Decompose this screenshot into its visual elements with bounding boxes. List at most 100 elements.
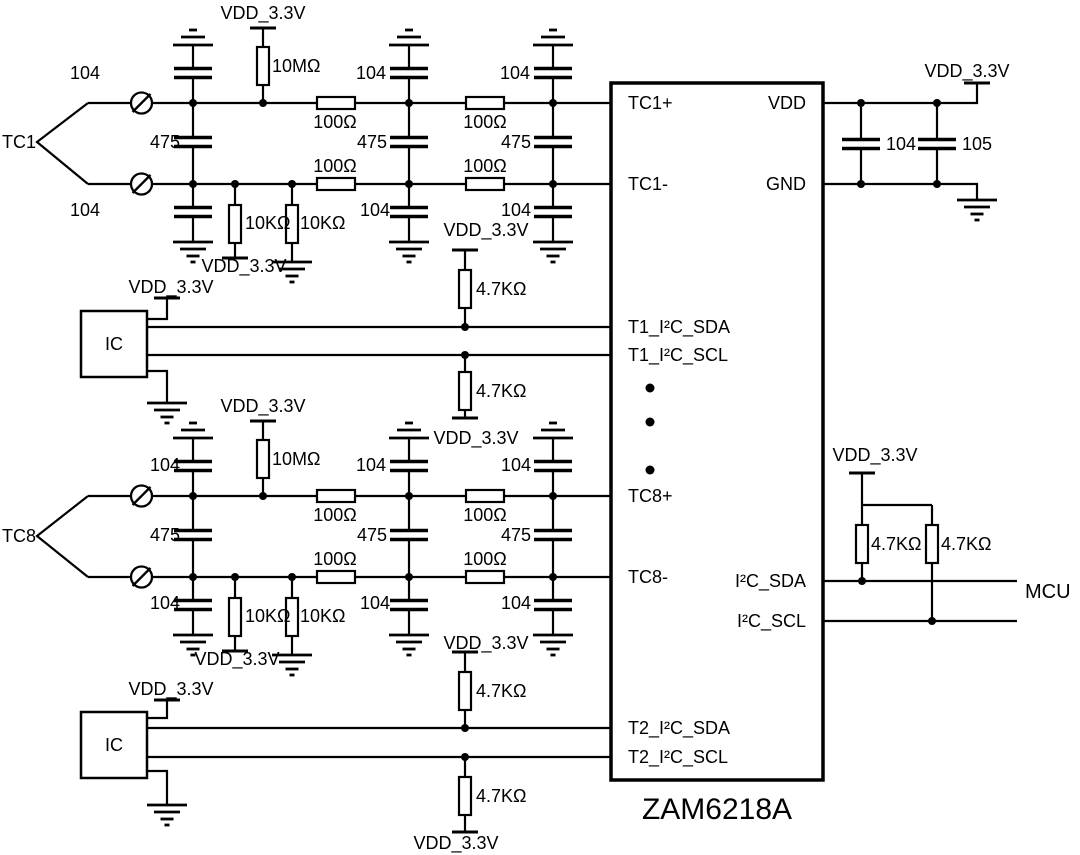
chip-name-label: ZAM6218A [642, 793, 792, 826]
resistor-value-label: 4.7KΩ [941, 534, 991, 554]
resistor [854, 523, 870, 565]
resistor-value-label: 100Ω [313, 112, 357, 132]
junction-dot [549, 99, 557, 107]
junction-dot [288, 573, 296, 581]
junction-dot [189, 180, 197, 188]
ic-block-body [79, 309, 149, 379]
capacitor-value-label: 475 [357, 132, 387, 152]
capacitor-value-label: 104 [150, 593, 180, 613]
resistor-value-label: 10KΩ [300, 213, 345, 233]
resistor [284, 596, 300, 638]
resistor [255, 45, 271, 87]
junction-dot [933, 99, 941, 107]
pin-label: VDD [768, 93, 806, 113]
connector-terminal-icon [131, 93, 152, 113]
pin-label: TC1- [628, 174, 668, 194]
junction-dot [405, 180, 413, 188]
resistor-value-label: 4.7KΩ [476, 681, 526, 701]
resistor [464, 488, 506, 504]
resistor [457, 268, 473, 310]
power-net-label: VDD_3.3V [924, 61, 1009, 82]
connector-terminal-icon [131, 174, 152, 194]
junction-dot [405, 99, 413, 107]
resistor-value-label: 100Ω [313, 156, 357, 176]
capacitor-value-label: 105 [962, 134, 992, 154]
junction-dot [549, 573, 557, 581]
capacitor-value-label: 104 [356, 455, 386, 475]
resistor [315, 569, 357, 585]
junction-dot [461, 753, 469, 761]
junction-dot [189, 99, 197, 107]
junction-dot [549, 492, 557, 500]
capacitor-value-label: 104 [500, 63, 530, 83]
capacitor-value-label: 104 [70, 200, 100, 220]
junction-dot [461, 323, 469, 331]
capacitor-value-label: 104 [150, 455, 180, 475]
mcu-label: MCU [1025, 581, 1071, 603]
wire [147, 369, 169, 403]
junction-dot [405, 492, 413, 500]
thermocouple-input-label: TC8 [2, 526, 36, 546]
capacitor-value-label: 104 [360, 593, 390, 613]
wire [147, 700, 169, 720]
resistor [457, 370, 473, 412]
resistor [464, 569, 506, 585]
wire [147, 298, 169, 321]
resistor-value-label: 10MΩ [272, 56, 320, 76]
pin-label: I²C_SCL [737, 611, 806, 632]
resistor [255, 438, 271, 480]
power-net-label: VDD_3.3V [194, 649, 279, 670]
power-net-label: VDD_3.3V [220, 3, 305, 24]
power-net-label: VDD_3.3V [128, 679, 213, 700]
wire [823, 182, 979, 200]
pin-label: T1_I²C_SDA [628, 317, 730, 338]
capacitor-value-label: 475 [150, 525, 180, 545]
wire [147, 769, 169, 805]
junction-dot [189, 492, 197, 500]
power-net-label: VDD_3.3V [443, 220, 528, 241]
resistor [457, 775, 473, 817]
junction-dot [549, 180, 557, 188]
junction-dot [189, 573, 197, 581]
thermocouple-input-label: TC1 [2, 132, 36, 152]
junction-dot [231, 180, 239, 188]
resistor-value-label: 10KΩ [300, 606, 345, 626]
resistor [924, 523, 940, 565]
resistor-value-label: 100Ω [463, 112, 507, 132]
capacitor-value-label: 104 [501, 455, 531, 475]
capacitor-value-label: 475 [501, 525, 531, 545]
resistor-value-label: 10KΩ [245, 606, 290, 626]
connector-terminal-icon [131, 567, 152, 587]
pin-label: I²C_SDA [735, 571, 806, 592]
power-net-label: VDD_3.3V [201, 256, 286, 277]
resistor-value-label: 100Ω [313, 549, 357, 569]
resistor [315, 488, 357, 504]
resistor-value-label: 10KΩ [245, 213, 290, 233]
pin-label: T1_I²C_SCL [628, 345, 728, 366]
junction-dot [288, 180, 296, 188]
ic-block-label: IC [105, 735, 123, 755]
ellipsis-dot [645, 465, 655, 475]
junction-dot [857, 180, 865, 188]
power-net-label: VDD_3.3V [128, 277, 213, 298]
capacitor-value-label: 104 [356, 63, 386, 83]
capacitor-value-label: 475 [357, 525, 387, 545]
connector-terminal-icon [131, 486, 152, 506]
wire [35, 102, 89, 185]
capacitor-value-label: 475 [501, 132, 531, 152]
power-net-label: VDD_3.3V [413, 833, 498, 854]
junction-dot [461, 724, 469, 732]
junction-dot [857, 99, 865, 107]
wire [35, 495, 89, 578]
resistor [227, 203, 243, 245]
resistor [464, 176, 506, 192]
ellipsis-dot [645, 383, 655, 393]
junction-dot [259, 492, 267, 500]
resistor [284, 203, 300, 245]
junction-dot [933, 180, 941, 188]
capacitor-value-label: 104 [501, 593, 531, 613]
resistor [464, 95, 506, 111]
capacitor-value-label: 104 [886, 134, 916, 154]
resistor-value-label: 10MΩ [272, 449, 320, 469]
